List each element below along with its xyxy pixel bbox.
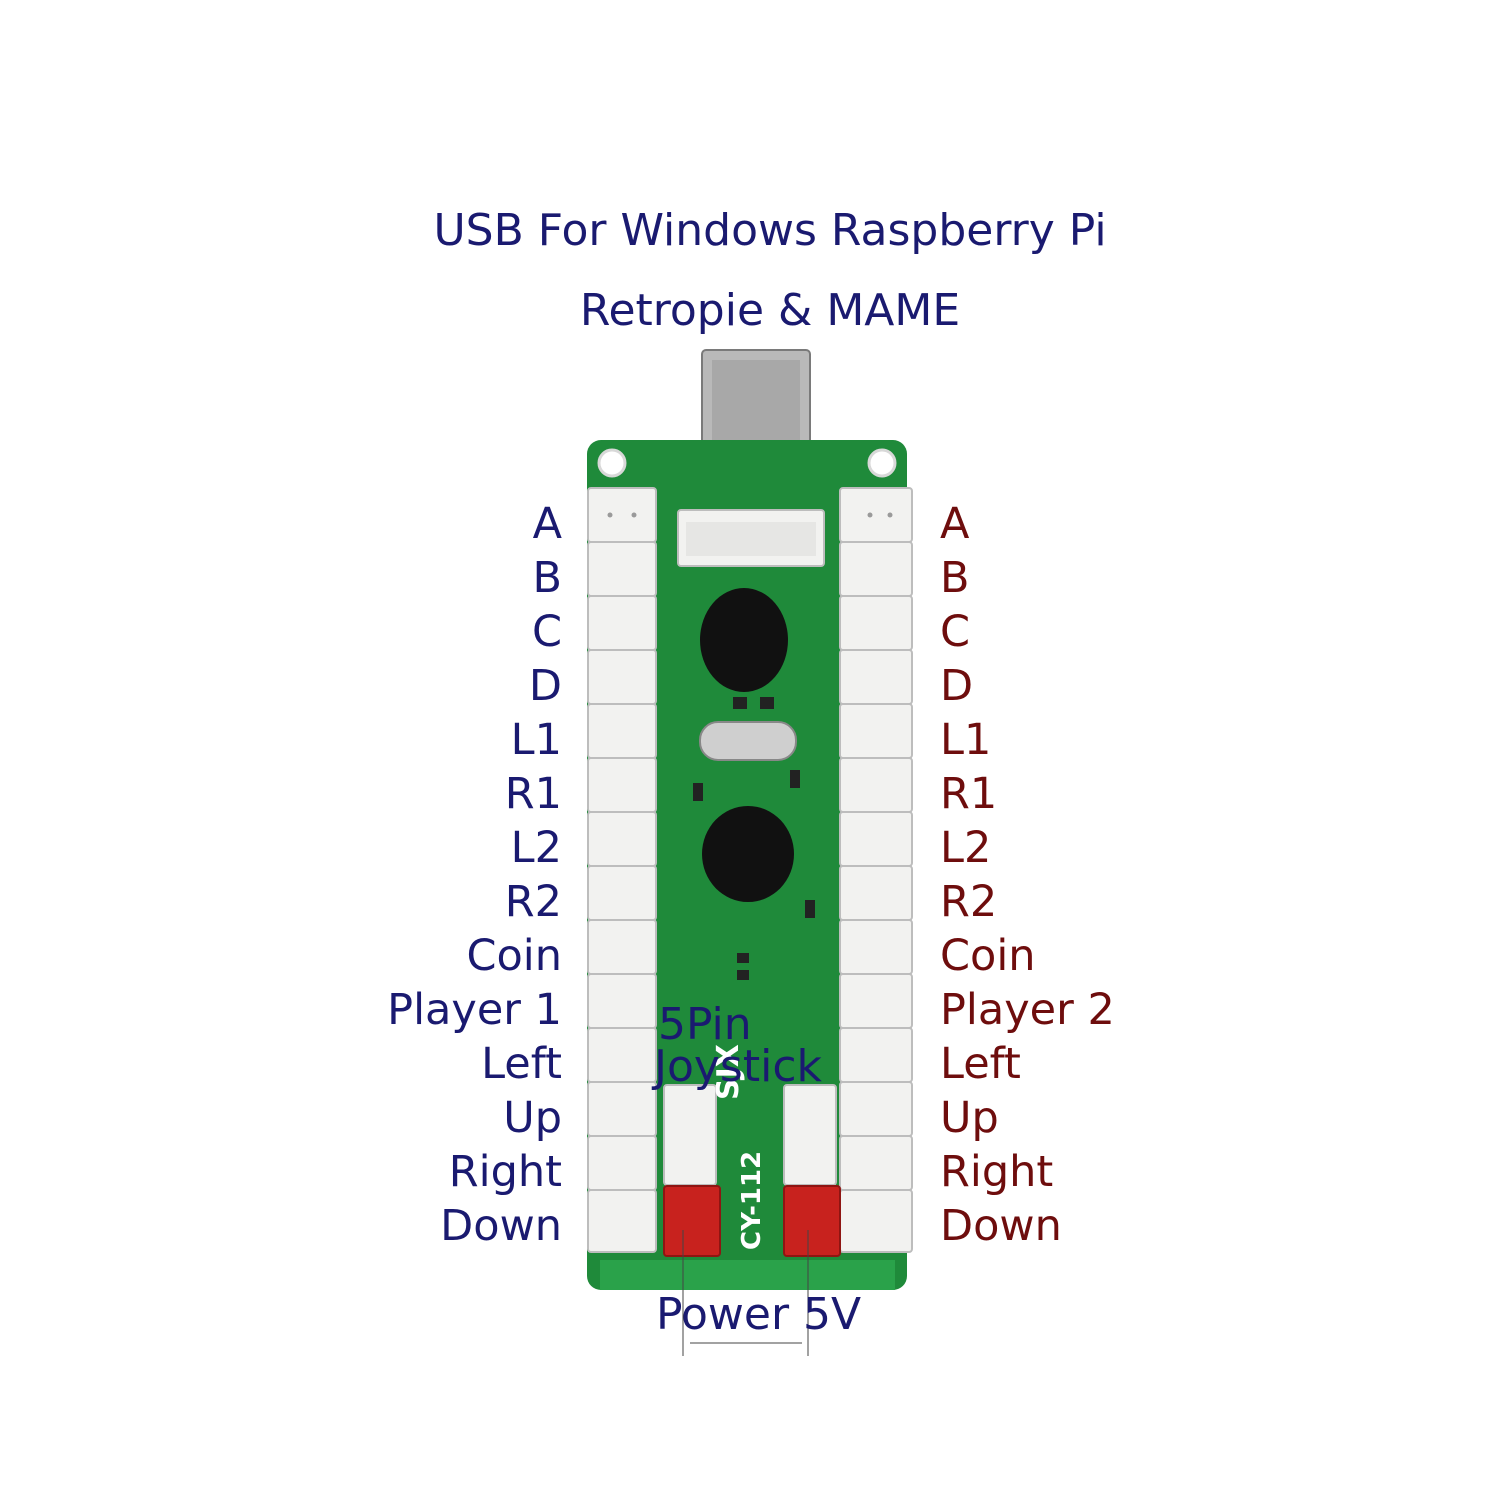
left-label-player: Player 1 — [387, 985, 562, 1035]
left-label-b: B — [532, 553, 563, 603]
left-label-right: Right — [448, 1147, 562, 1197]
left-connector-column — [587, 487, 657, 1253]
power-annotation: Power 5V — [656, 1289, 862, 1340]
left-label-c: C — [531, 607, 562, 657]
right-label-b: B — [940, 553, 970, 603]
right-label-d: D — [940, 661, 974, 711]
left-label-up: Up — [503, 1093, 562, 1143]
joystick-header-left — [663, 1084, 717, 1186]
mount-hole — [597, 448, 627, 478]
left-label-down: Down — [440, 1201, 562, 1251]
right-label-r2: R2 — [940, 877, 998, 927]
mount-hole — [867, 448, 897, 478]
left-label-l2: L2 — [510, 823, 562, 873]
left-label-d: D — [528, 661, 562, 711]
right-connector-column — [839, 487, 913, 1253]
right-label-up: Up — [940, 1093, 999, 1143]
right-label-coin: Coin — [940, 931, 1036, 981]
joystick-annotation-line2: Joystick — [654, 1041, 823, 1092]
right-label-right: Right — [940, 1147, 1054, 1197]
title-line-2: Retropie & MAME — [579, 285, 961, 336]
model-silkscreen: CY-112 — [737, 1151, 767, 1250]
right-label-r1: R1 — [940, 769, 998, 819]
left-label-l1: L1 — [510, 715, 562, 765]
left-label-r1: R1 — [504, 769, 562, 819]
right-label-left: Left — [940, 1039, 1021, 1089]
right-label-a: A — [940, 499, 970, 549]
right-label-down: Down — [940, 1201, 1062, 1251]
title-line-1: USB For Windows Raspberry Pi — [433, 205, 1107, 256]
right-label-c: C — [940, 607, 971, 657]
joystick-header-right — [783, 1084, 837, 1186]
chip-u2 — [702, 806, 794, 902]
crystal — [699, 721, 797, 761]
brand-silkscreen: SJX — [711, 1044, 746, 1100]
left-label-a: A — [532, 499, 562, 549]
power-connector-right — [783, 1185, 841, 1257]
chip-u1 — [700, 588, 788, 692]
left-label-left: Left — [481, 1039, 562, 1089]
right-label-player: Player 2 — [940, 985, 1115, 1035]
left-label-coin: Coin — [466, 931, 562, 981]
joystick-annotation-line1: 5Pin — [658, 999, 752, 1050]
right-label-l2: L2 — [940, 823, 992, 873]
power-connector-left — [663, 1185, 721, 1257]
right-label-l1: L1 — [940, 715, 992, 765]
left-label-r2: R2 — [504, 877, 562, 927]
